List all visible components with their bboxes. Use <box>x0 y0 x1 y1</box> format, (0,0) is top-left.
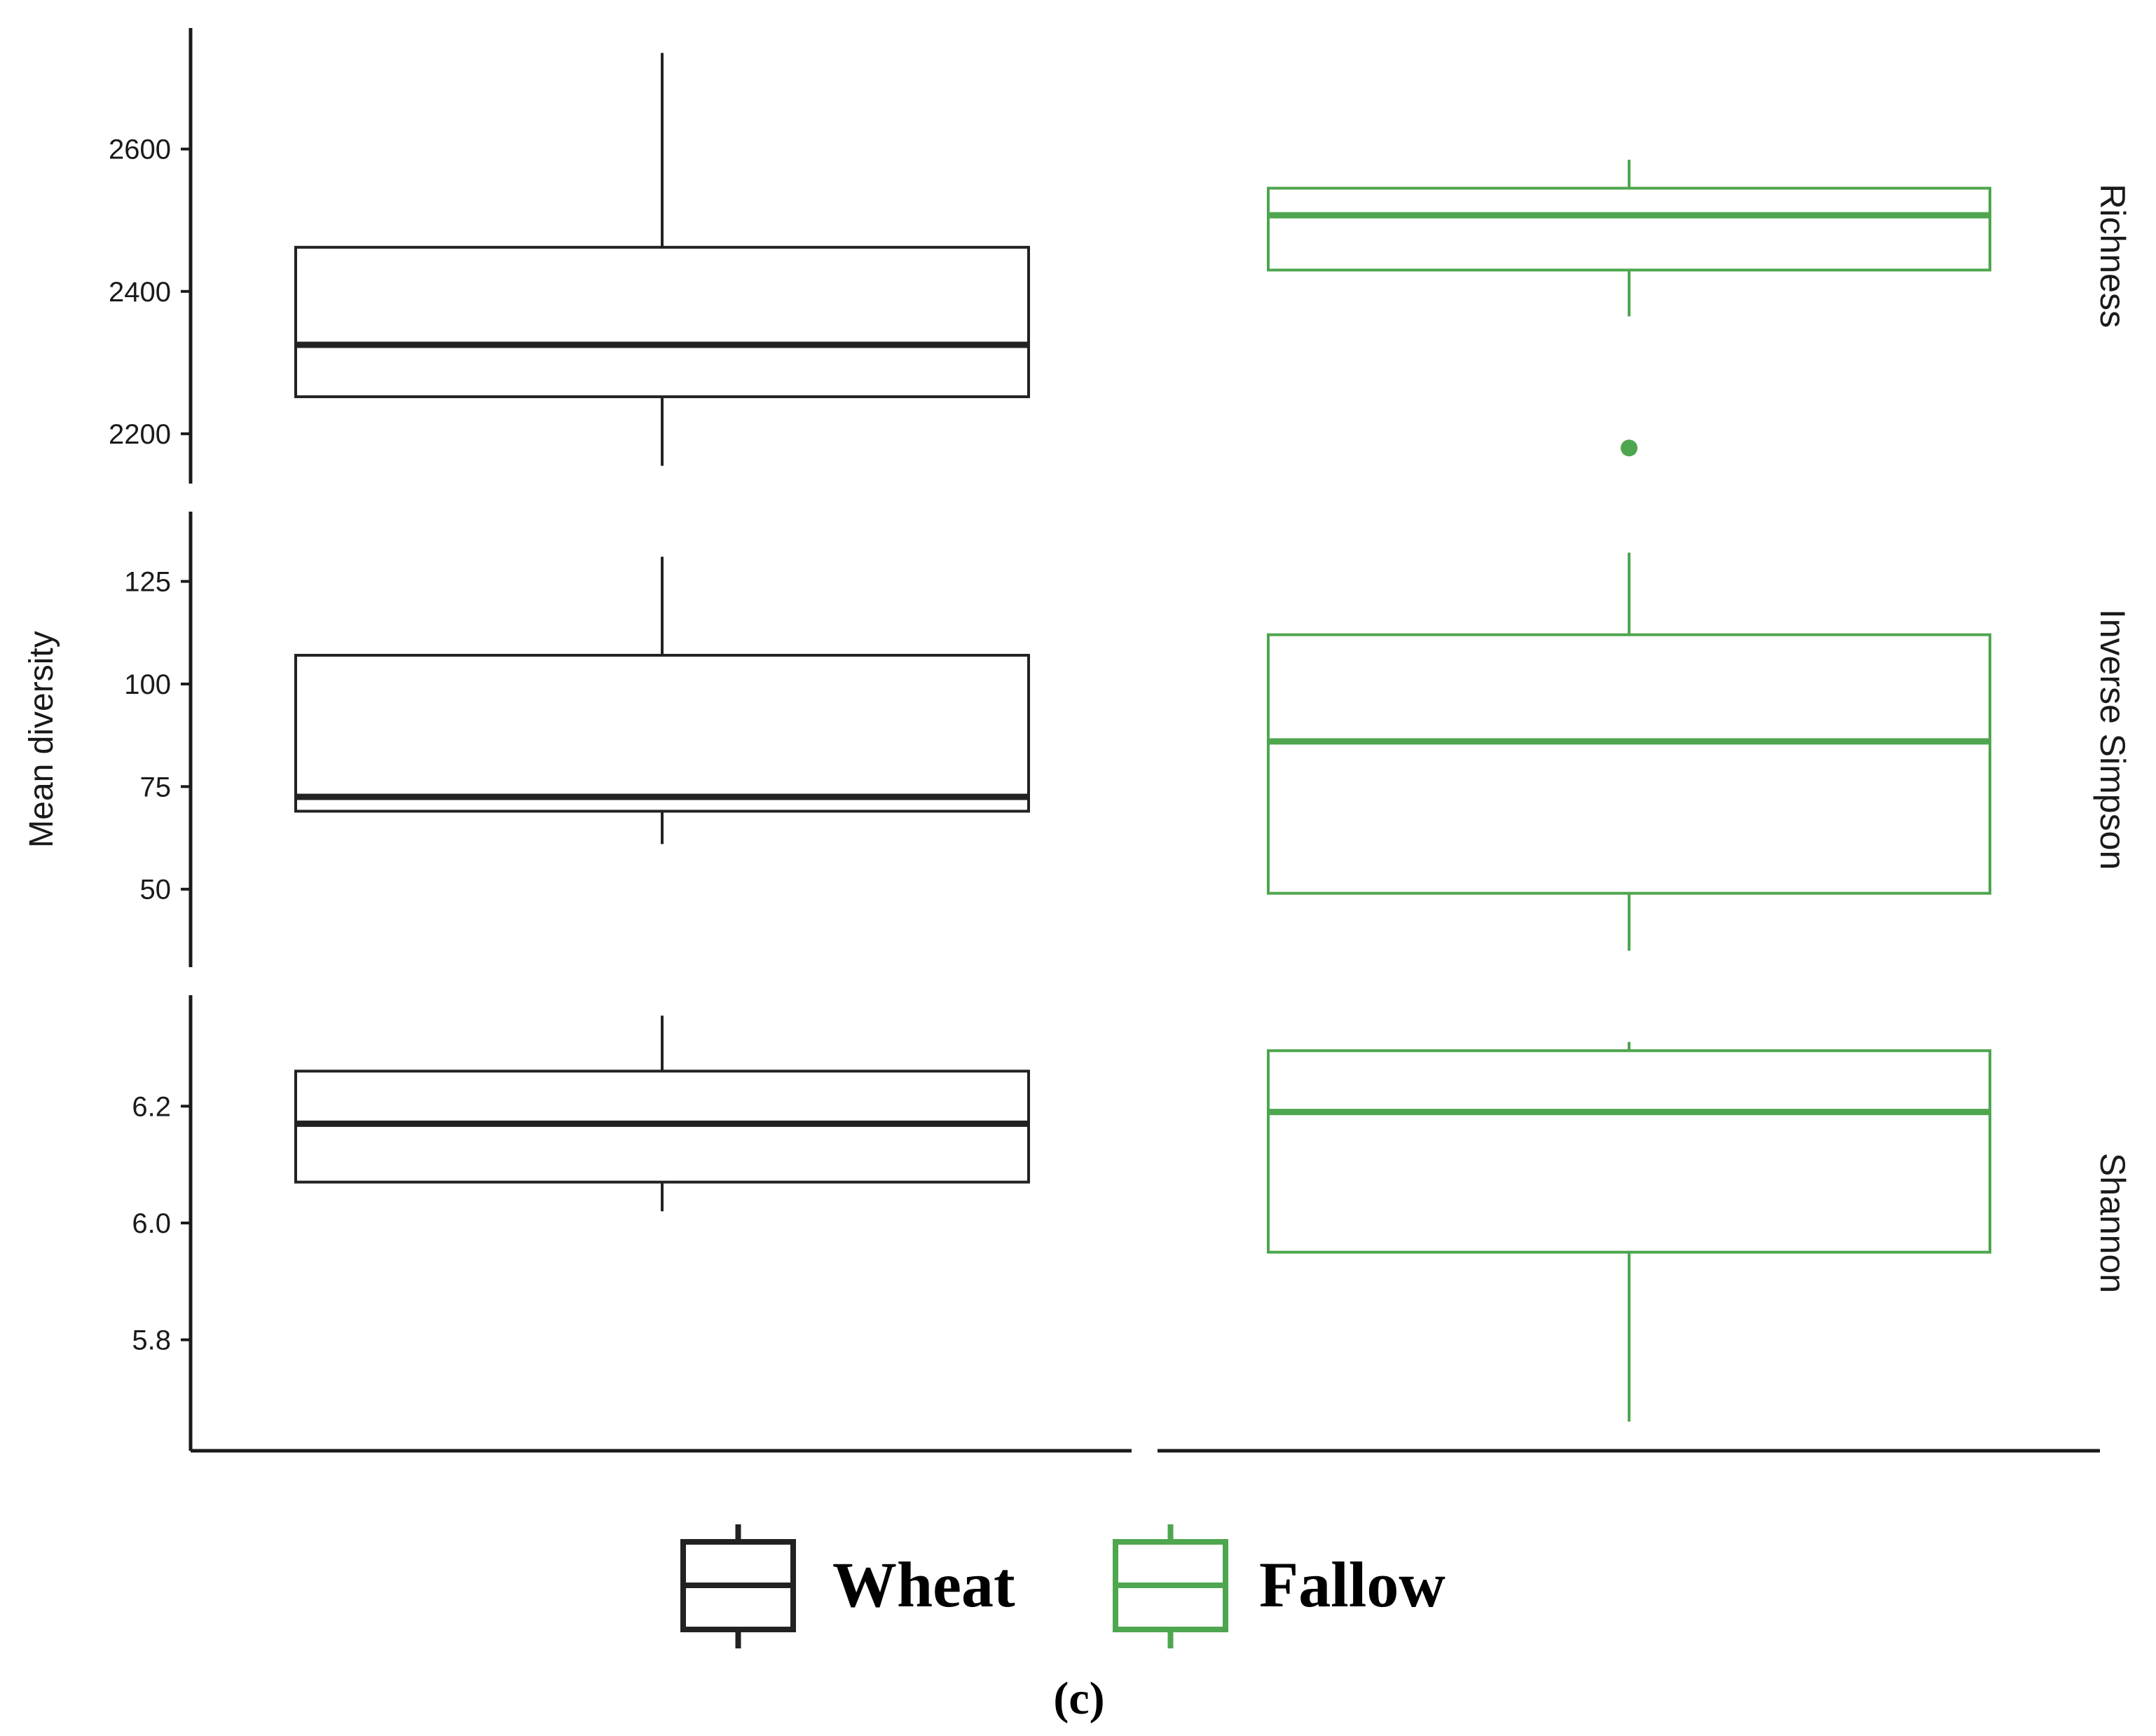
y-tick-label: 50 <box>140 875 172 905</box>
box-iqr <box>1267 633 1991 895</box>
y-tick-label: 6.0 <box>132 1208 171 1239</box>
box-iqr <box>1267 1049 1991 1254</box>
box-iqr <box>294 653 1030 813</box>
box-fallow <box>1267 552 1991 951</box>
box-fallow <box>1267 1041 1991 1422</box>
box-wheat <box>294 556 1030 845</box>
box-wheat <box>294 53 1030 466</box>
facet-strip-label: Inverse Simpson <box>2093 609 2132 870</box>
legend: Wheat Fallow <box>680 1524 1446 1648</box>
legend-label: Wheat <box>832 1549 1015 1620</box>
y-tick-label: 5.8 <box>132 1325 171 1356</box>
outlier-point <box>1621 439 1637 457</box>
y-axis-label: Mean diversity <box>23 631 60 847</box>
y-tick-label: 2400 <box>109 277 171 308</box>
box-iqr <box>294 245 1030 399</box>
box-fallow <box>1267 159 1991 457</box>
box-iqr <box>1267 186 1991 272</box>
y-tick-label: 2600 <box>109 135 171 165</box>
y-tick-label: 75 <box>140 772 172 802</box>
legend-item-fallow: Fallow <box>1113 1524 1446 1648</box>
box-wheat <box>294 1016 1030 1212</box>
legend-item-wheat: Wheat <box>680 1524 1015 1648</box>
y-tick-label: 125 <box>124 567 171 598</box>
y-tick-label: 6.2 <box>132 1091 171 1122</box>
y-tick-label: 2200 <box>109 419 171 450</box>
facet-strip-label: Shannon <box>2093 1153 2132 1293</box>
legend-label: Fallow <box>1259 1549 1446 1620</box>
y-tick-label: 100 <box>124 669 171 700</box>
facet-strip-label: Richness <box>2093 184 2132 328</box>
figure-caption: (c) <box>1053 1673 1104 1724</box>
